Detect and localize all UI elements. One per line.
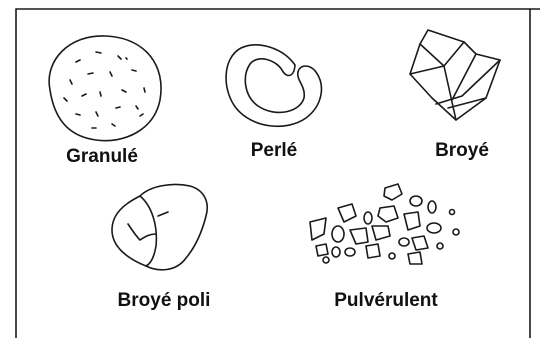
- label-granule: Granulé: [66, 146, 138, 168]
- powder-shape: [310, 184, 459, 264]
- label-broye: Broyé: [435, 140, 489, 162]
- label-pulverulent: Pulvérulent: [334, 290, 437, 312]
- label-broye-poli: Broyé poli: [118, 290, 211, 312]
- granule-shape: [49, 36, 161, 141]
- crushed-shape: [410, 30, 500, 120]
- label-perle: Perlé: [251, 140, 297, 162]
- polished-crushed-shape: [112, 184, 207, 269]
- pearl-shape: [226, 45, 321, 126]
